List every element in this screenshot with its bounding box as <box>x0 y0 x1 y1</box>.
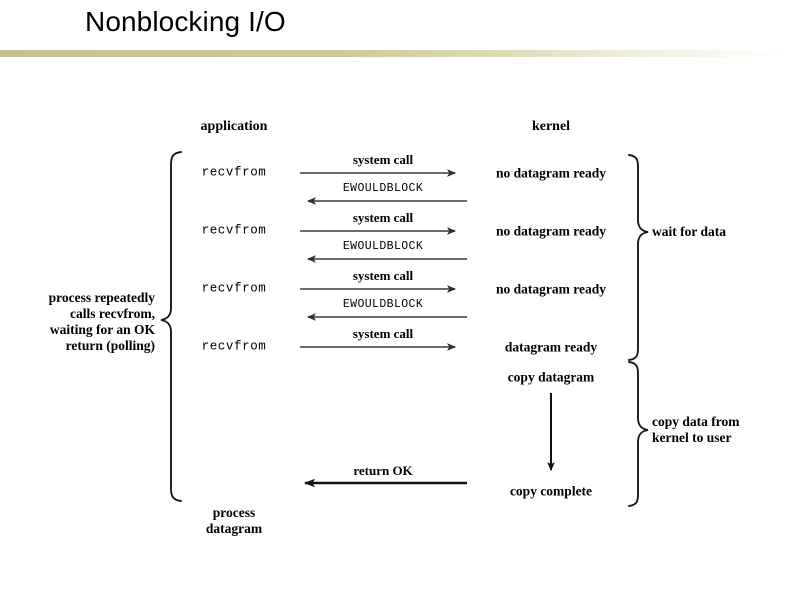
column-heading-application: application <box>200 119 268 134</box>
app-call-3: recvfrom <box>201 281 267 296</box>
app-call-4: recvfrom <box>201 339 267 354</box>
arrow-label-system-call-2: system call <box>352 210 414 225</box>
arrow-label-ewouldblock-1: EWOULDBLOCK <box>342 182 424 195</box>
kernel-state-4: datagram ready <box>504 339 598 355</box>
kernel-state-1: no datagram ready <box>496 165 606 181</box>
arrow-label-return-ok: return OK <box>353 463 413 478</box>
nonblocking-io-diagram: application kernel process repeatedly ca… <box>0 57 794 595</box>
copy-complete-label: copy complete <box>509 483 593 499</box>
arrow-label-ewouldblock-3: EWOULDBLOCK <box>342 298 424 311</box>
arrow-label-system-call-3: system call <box>352 268 414 283</box>
left-polling-note: process repeatedly calls recvfrom, waiti… <box>48 290 155 353</box>
app-call-2: recvfrom <box>201 223 267 238</box>
right-note-wait-for-data: wait for data <box>652 224 726 239</box>
app-call-1: recvfrom <box>201 165 267 180</box>
column-heading-kernel: kernel <box>531 119 571 134</box>
kernel-state-2: no datagram ready <box>496 223 606 239</box>
right-note-copy-data: copy data from kernel to user <box>652 414 740 445</box>
arrow-label-system-call-1: system call <box>352 152 414 167</box>
process-datagram-label: process datagram <box>205 505 263 536</box>
arrow-label-system-call-4: system call <box>352 326 414 341</box>
page-title: Nonblocking I/O <box>85 6 286 37</box>
copy-datagram-label: copy datagram <box>507 369 595 385</box>
arrow-label-ewouldblock-2: EWOULDBLOCK <box>342 240 424 253</box>
kernel-state-3: no datagram ready <box>496 281 606 297</box>
diagram-graphics <box>160 151 649 507</box>
title-divider <box>0 50 794 57</box>
